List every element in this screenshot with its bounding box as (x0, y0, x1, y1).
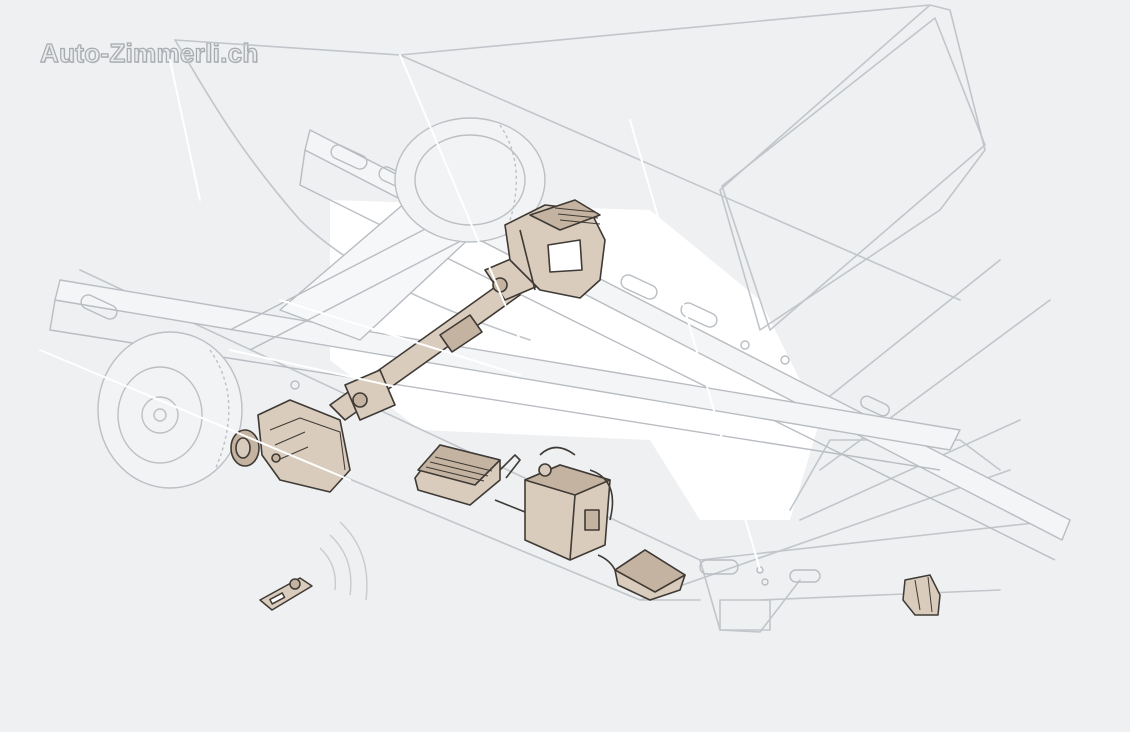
foreground-lines (39, 54, 761, 571)
battery (524, 446, 614, 561)
front-wheel (97, 331, 243, 489)
charger-module (597, 549, 686, 601)
signal-waves-icon (319, 521, 368, 601)
rear-drive-motor (504, 199, 606, 299)
rear-wheel (394, 117, 546, 243)
front-drive-motor (230, 399, 351, 493)
vehicle-body-outline (39, 4, 1061, 633)
control-unit (414, 444, 526, 513)
switch-module (902, 574, 941, 616)
remote-control (259, 577, 313, 611)
